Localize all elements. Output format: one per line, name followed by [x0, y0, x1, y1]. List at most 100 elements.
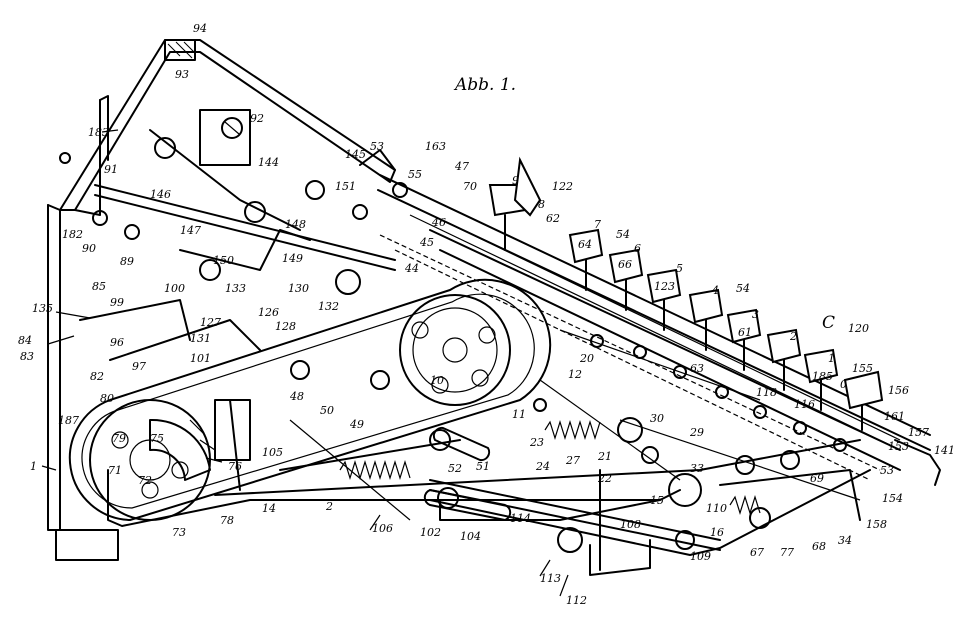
key-5[interactable]: [646, 268, 682, 331]
numeral: 78: [220, 514, 234, 527]
numeral: 53: [880, 464, 894, 477]
numeral: 68: [812, 540, 826, 553]
key-3[interactable]: [726, 308, 762, 371]
numeral: 122: [552, 180, 573, 193]
numeral: 101: [190, 352, 211, 365]
keys: C: [488, 156, 884, 431]
numeral: 20: [579, 352, 594, 365]
key-0[interactable]: [843, 370, 884, 431]
numeral: 9: [512, 174, 519, 187]
numeral: 27: [565, 454, 580, 467]
numeral: 112: [566, 594, 587, 607]
numeral: 12: [568, 368, 582, 381]
numeral: 0: [840, 378, 847, 391]
numeral: 155: [852, 362, 873, 375]
numeral: 120: [848, 322, 869, 335]
numeral: 8: [538, 198, 545, 211]
numeral: 24: [535, 460, 550, 473]
numeral: 16: [710, 526, 724, 539]
numeral: 11: [512, 408, 526, 421]
numeral: 90: [82, 242, 96, 255]
numeral: 108: [620, 518, 641, 531]
numeral: 114: [510, 512, 531, 525]
numeral: 61: [738, 326, 752, 339]
numeral: 47: [454, 160, 469, 173]
numeral: 76: [228, 460, 242, 473]
numeral: 116: [794, 398, 815, 411]
chain-drive: [68, 278, 552, 521]
top-cover: [59, 39, 396, 216]
numeral: 146: [150, 188, 171, 201]
numeral: 144: [258, 156, 279, 169]
numeral: 113: [540, 572, 561, 585]
numeral: 10: [430, 374, 444, 387]
numeral: 33: [690, 462, 704, 475]
numeral: 126: [258, 306, 279, 319]
key-4[interactable]: [688, 288, 724, 351]
numeral: 63: [690, 362, 704, 375]
numeral: 64: [578, 238, 592, 251]
numeral: 15: [650, 494, 664, 507]
numeral: 1: [828, 352, 835, 365]
numeral: 30: [650, 412, 664, 425]
numeral: 183: [88, 126, 109, 139]
numeral: 94: [193, 22, 207, 35]
numeral: 50: [320, 404, 334, 417]
numeral: 182: [62, 228, 83, 241]
numeral: 132: [318, 300, 339, 313]
levers: [79, 109, 861, 571]
numeral: 46: [431, 216, 446, 229]
numeral: 91: [104, 163, 118, 176]
numeral: 29: [689, 426, 704, 439]
letter-c-label: C: [822, 313, 835, 333]
numeral: 75: [150, 432, 164, 445]
key-1[interactable]: [803, 348, 839, 411]
key-8[interactable]: [513, 156, 542, 217]
numeral: 145: [345, 148, 366, 161]
numeral: 6: [634, 242, 641, 255]
numeral: 85: [92, 280, 106, 293]
pivots: [59, 117, 847, 553]
numeral: 141: [934, 444, 955, 457]
numeral: 131: [190, 332, 211, 345]
numeral: 2: [789, 330, 797, 343]
numeral: 84: [18, 334, 32, 347]
numeral: 45: [419, 236, 434, 249]
numeral: 54: [616, 228, 630, 241]
slots: [423, 426, 512, 521]
numeral: 67: [750, 546, 764, 559]
numeral: 66: [618, 258, 632, 271]
numeral: 22: [597, 472, 612, 485]
numeral: 44: [404, 262, 419, 275]
numeral: 100: [164, 282, 185, 295]
numeral: 1: [30, 460, 37, 473]
springs: [339, 419, 761, 516]
numeral: 80: [100, 392, 114, 405]
numeral: 110: [706, 502, 727, 515]
numeral: 48: [289, 390, 304, 403]
numeral: 150: [213, 254, 234, 267]
numeral: 130: [288, 282, 309, 295]
numeral: 69: [810, 472, 824, 485]
key-6[interactable]: [608, 248, 644, 311]
numeral: 104: [460, 530, 481, 543]
numeral: 154: [882, 492, 903, 505]
numeral: 73: [172, 526, 186, 539]
numeral: 102: [420, 526, 441, 539]
numeral: 99: [110, 296, 124, 309]
key-7[interactable]: [568, 228, 604, 291]
numeral: 77: [780, 546, 794, 559]
key-2[interactable]: [766, 328, 802, 391]
numeral: 157: [908, 426, 929, 439]
numeral: 128: [275, 320, 296, 333]
numeral: 34: [838, 534, 852, 547]
numeral: 4: [711, 284, 719, 297]
numeral: 93: [175, 68, 189, 81]
gear-quadrant: [149, 418, 223, 481]
numeral: 127: [200, 316, 221, 329]
numeral: 153: [888, 440, 909, 453]
numeral: 96: [110, 336, 124, 349]
main-sprocket: [399, 294, 511, 406]
numeral: 82: [90, 370, 104, 383]
